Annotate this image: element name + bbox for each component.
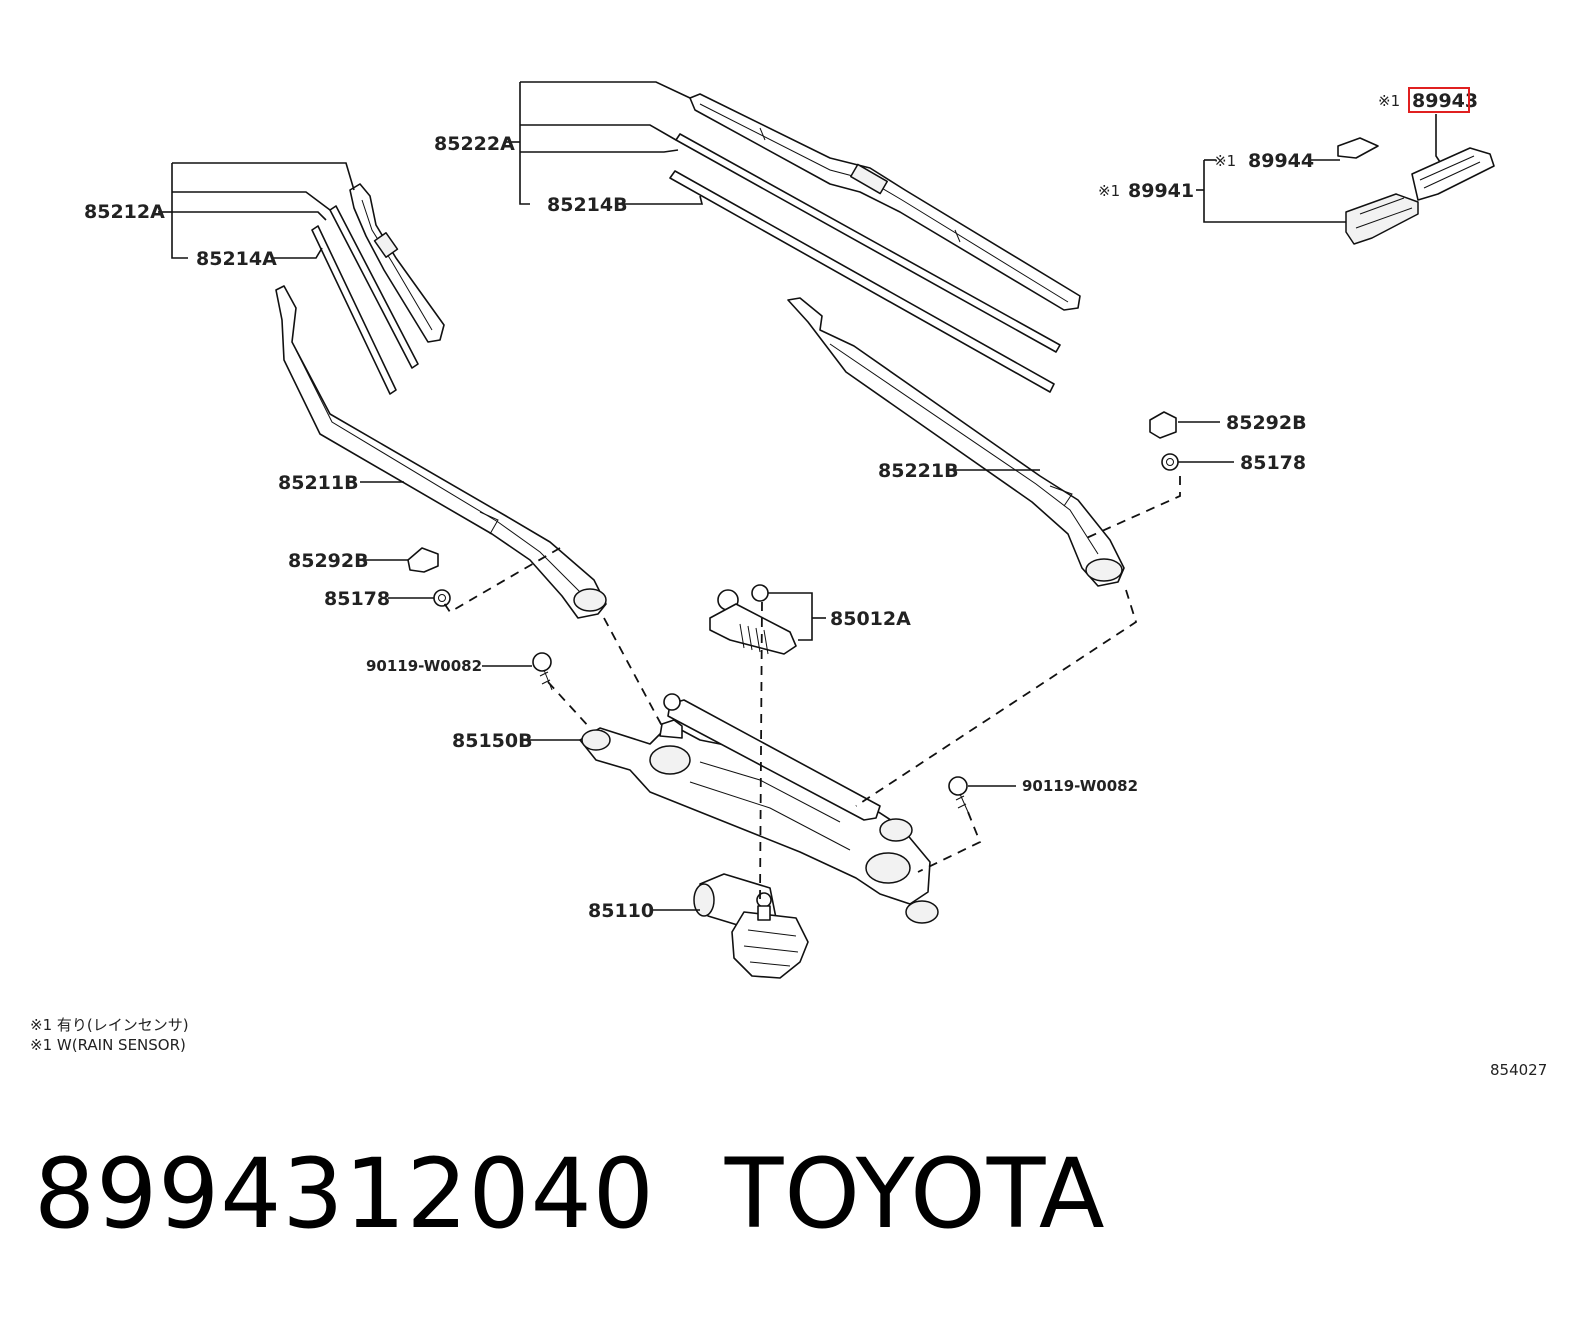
label-85212A: 85212A: [84, 201, 165, 223]
assembly-guides: [441, 476, 1181, 901]
diagram-code: 854027: [1490, 1061, 1547, 1079]
label-85211B: 85211B: [278, 472, 359, 494]
rain-sensor-unit: [1345, 193, 1419, 245]
nut-right: [1161, 453, 1179, 471]
pivot-cap-right: [1149, 411, 1177, 439]
label-85292B-left: 85292B: [288, 550, 369, 572]
label-85150B: 85150B: [452, 730, 533, 752]
note-mark-89941: ※1: [1098, 182, 1120, 200]
label-85222A: 85222A: [434, 133, 515, 155]
footer-caption: 8994312040 TOYOTA: [34, 1138, 1106, 1250]
label-85012A: 85012A: [830, 608, 911, 630]
label-89943: 89943: [1412, 90, 1478, 112]
crank-arm: [709, 584, 797, 655]
rain-sensor-gel-sheet: [1337, 137, 1379, 159]
left-wiper-blade: [349, 183, 445, 343]
label-90119-W0082-right: 90119-W0082: [1022, 777, 1138, 795]
left-wiper-arm: [275, 285, 607, 619]
notes: ※1 有り(レインセンサ) ※1 W(RAIN SENSOR): [30, 1016, 189, 1054]
right-wiper-arm: [787, 297, 1125, 587]
highlight-box-89943: [1408, 87, 1470, 113]
bolt-right: [948, 776, 969, 813]
label-89944: 89944: [1248, 150, 1314, 172]
bolt-left: [532, 652, 553, 691]
label-90119-W0082-left: 90119-W0082: [366, 657, 482, 675]
brand-name: TOYOTA: [724, 1138, 1106, 1250]
wiper-link-assembly: [579, 693, 939, 924]
wiper-motor: [693, 873, 809, 979]
label-89941: 89941: [1128, 180, 1194, 202]
left-blade-rubber: [311, 205, 419, 395]
pivot-cap-left: [407, 547, 439, 573]
right-blade-rubber: [669, 133, 1061, 393]
note-line-2: ※1 W(RAIN SENSOR): [30, 1036, 186, 1054]
note-line-1: ※1 有り(レインセンサ): [30, 1016, 189, 1034]
label-85178-right: 85178: [1240, 452, 1306, 474]
label-85110: 85110: [588, 900, 654, 922]
note-mark-89943: ※1: [1378, 92, 1400, 110]
leader-lines: [158, 81, 1441, 911]
nut-left: [433, 589, 451, 607]
right-wiper-blade: [689, 93, 1081, 311]
note-mark-89944: ※1: [1214, 152, 1236, 170]
callout-labels: 85222A 85214B 85212A 85214A ※1 89943 ※1 …: [84, 87, 1478, 922]
part-number: 8994312040: [34, 1138, 655, 1250]
label-85214B: 85214B: [547, 194, 628, 216]
label-85178-left: 85178: [324, 588, 390, 610]
label-85214A: 85214A: [196, 248, 277, 270]
label-85221B: 85221B: [878, 460, 959, 482]
label-85292B-right: 85292B: [1226, 412, 1307, 434]
rain-sensor-cover: [1411, 147, 1495, 201]
